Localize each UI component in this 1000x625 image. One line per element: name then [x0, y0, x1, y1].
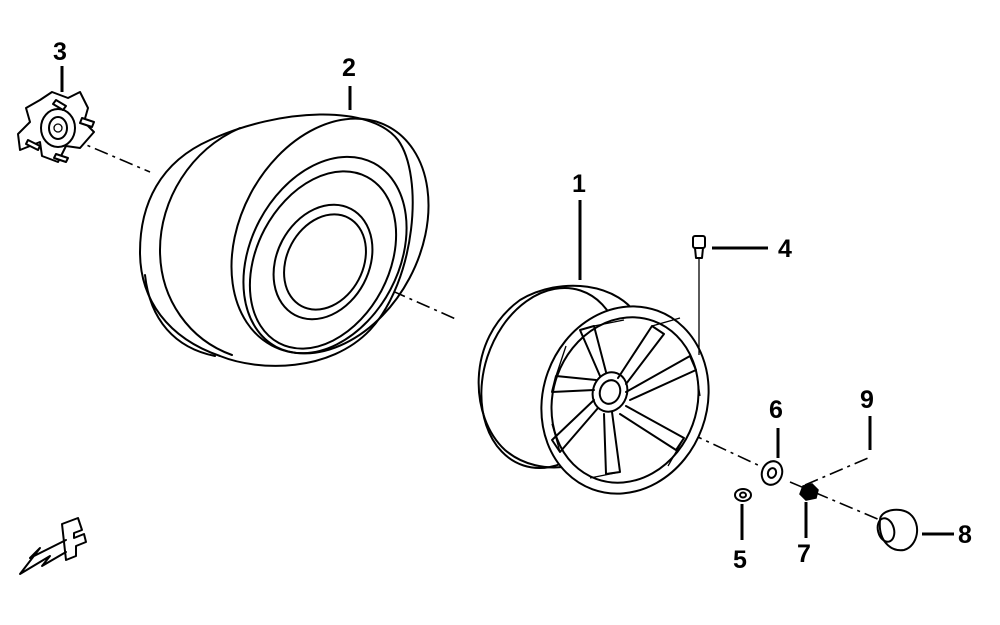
washer	[760, 460, 784, 486]
callout-8: 8	[958, 521, 972, 549]
callout-6: 6	[769, 396, 783, 424]
hub-cap	[876, 508, 919, 552]
valve-stem	[692, 235, 706, 355]
tire-axis-line	[317, 257, 459, 321]
callout-1: 1	[572, 170, 586, 198]
nut-axis-line	[789, 481, 881, 521]
hub-studs	[25, 99, 95, 163]
callout-7: 7	[797, 540, 811, 568]
wheel-hub	[17, 91, 95, 163]
small-nut	[734, 488, 752, 502]
callout-3: 3	[53, 38, 67, 66]
front-direction-arrow-icon	[19, 517, 87, 575]
callout-5: 5	[733, 546, 747, 574]
castle-nut	[799, 483, 819, 501]
rim-spokes	[551, 317, 701, 479]
callout-2: 2	[342, 54, 356, 82]
cotter-pin-axis-line	[804, 457, 869, 486]
callout-9: 9	[860, 386, 874, 414]
tire	[139, 113, 430, 367]
rim-axis-line	[639, 409, 761, 467]
rim	[477, 284, 710, 495]
callout-4: 4	[778, 235, 792, 263]
